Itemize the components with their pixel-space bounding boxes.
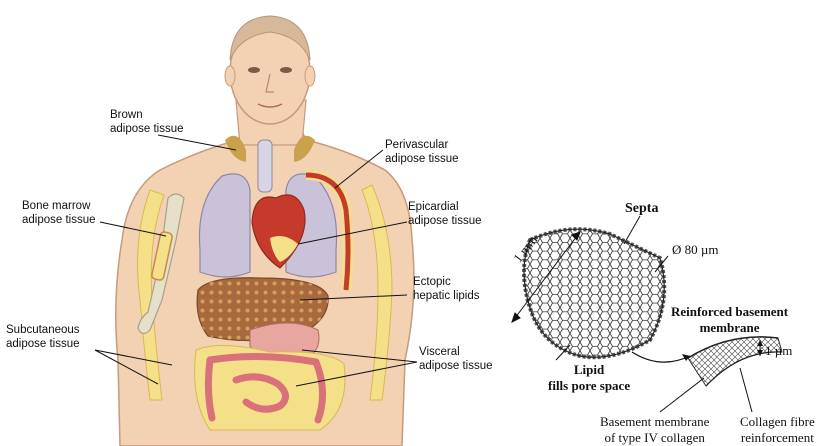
trachea: [258, 140, 272, 192]
pore-diameter-label: Ø 80 µm: [672, 242, 719, 258]
septa-leader: [624, 216, 640, 244]
collagen-leader: [740, 368, 752, 412]
membrane-thickness-label: 1 µm: [765, 343, 792, 359]
left-eye: [248, 67, 260, 73]
hexagonal-scaffold: [524, 229, 664, 357]
right-eye: [280, 67, 292, 73]
zoom-arrow: [632, 352, 690, 362]
basement-leader: [660, 378, 704, 412]
septa-label: Septa: [625, 201, 658, 217]
